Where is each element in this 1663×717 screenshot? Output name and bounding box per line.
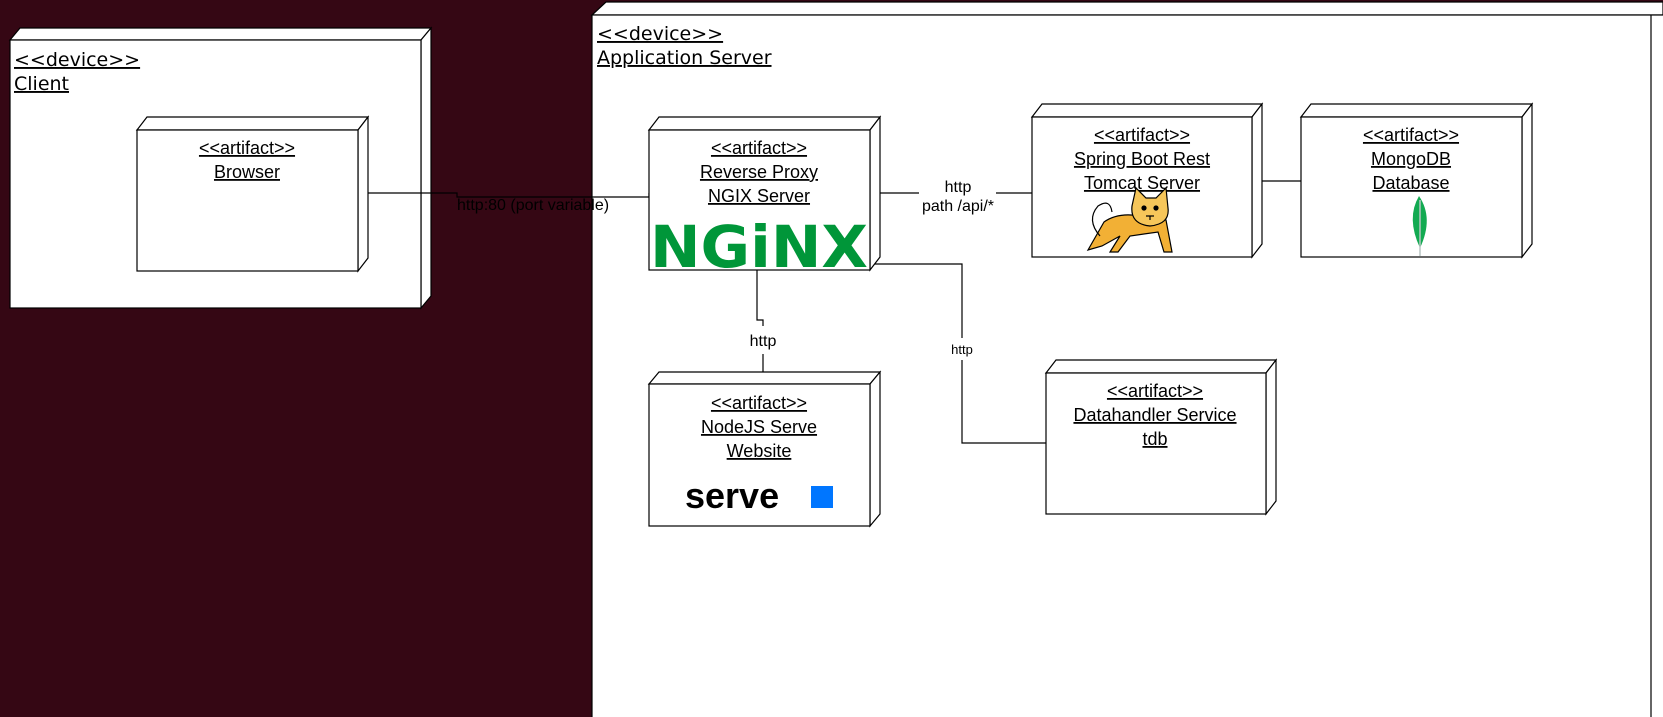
mongo-stereotype: <<artifact>> xyxy=(1363,125,1459,145)
nginx-name-line1: Reverse Proxy xyxy=(700,162,818,182)
nginx-datahandler-label: http xyxy=(951,342,973,357)
mongo-name-line1: MongoDB xyxy=(1371,149,1451,169)
browser-stereotype: <<artifact>> xyxy=(199,138,295,158)
browser-nginx-label: http:80 (port variable) xyxy=(457,197,609,214)
nodejs-stereotype: <<artifact>> xyxy=(711,393,807,413)
nginx-spring-label-1: http xyxy=(945,179,972,196)
datahandler-name-line1: Datahandler Service xyxy=(1073,405,1236,425)
browser-artifact[interactable]: <<artifact>> Browser xyxy=(135,115,370,273)
client-name: Client xyxy=(14,73,69,95)
nginx-stereotype: <<artifact>> xyxy=(711,138,807,158)
spring-name-line2: Tomcat Server xyxy=(1084,173,1200,193)
tomcat-cat-icon xyxy=(1086,186,1173,253)
nginx-datahandler-connector xyxy=(869,263,963,338)
mongo-name-line2: Database xyxy=(1372,173,1449,193)
nodejs-name-line2: Website xyxy=(727,441,792,461)
client-stereotype: <<device>> xyxy=(14,49,140,71)
mongodb-leaf-icon xyxy=(1412,196,1427,256)
nodejs-name-line1: NodeJS Serve xyxy=(701,417,817,437)
serve-logo-square xyxy=(811,486,833,508)
nginx-logo: NGiNX xyxy=(650,213,868,281)
spring-artifact[interactable]: <<artifact>> Spring Boot Rest Tomcat Ser… xyxy=(1030,102,1264,259)
serve-logo-text: serve xyxy=(685,475,779,516)
nginx-artifact[interactable]: <<artifact>> Reverse Proxy NGIX Server N… xyxy=(647,115,882,281)
nginx-name-line2: NGIX Server xyxy=(708,186,810,206)
nginx-datahandler-connector-2 xyxy=(961,360,1046,444)
nginx-spring-label-2: path /api/* xyxy=(922,198,994,215)
nodejs-artifact[interactable]: <<artifact>> NodeJS Serve Website serve xyxy=(647,370,882,528)
mongo-artifact[interactable]: <<artifact>> MongoDB Database xyxy=(1299,102,1534,259)
datahandler-name-line2: tdb xyxy=(1142,429,1167,449)
datahandler-stereotype: <<artifact>> xyxy=(1107,381,1203,401)
spring-name-line1: Spring Boot Rest xyxy=(1074,149,1210,169)
app-server-name: Application Server xyxy=(597,47,772,69)
nginx-nodejs-connector xyxy=(756,270,764,326)
datahandler-artifact[interactable]: <<artifact>> Datahandler Service tdb xyxy=(1044,358,1278,516)
spring-stereotype: <<artifact>> xyxy=(1094,125,1190,145)
nginx-nodejs-label: http xyxy=(750,333,777,350)
browser-name: Browser xyxy=(214,162,280,182)
app-server-stereotype: <<device>> xyxy=(597,23,723,45)
